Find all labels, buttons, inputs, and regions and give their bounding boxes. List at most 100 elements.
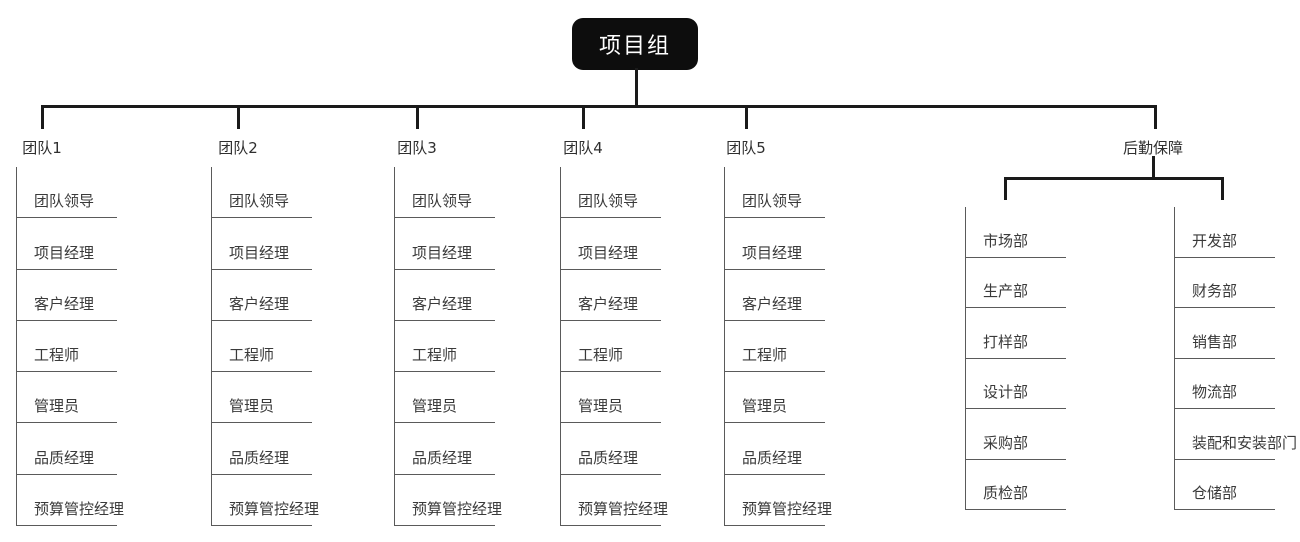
list-item: 工程师 bbox=[725, 321, 825, 373]
role-label: 项目经理 bbox=[412, 243, 473, 262]
role-label: 客户经理 bbox=[578, 294, 639, 313]
team-3-header: 团队3 bbox=[397, 139, 437, 157]
team-1-role-list: 团队领导 项目经理 客户经理 工程师 管理员 品质经理 预算管控经理 bbox=[16, 167, 124, 527]
list-item: 销售部 bbox=[1175, 308, 1275, 359]
list-item: 管理员 bbox=[212, 372, 312, 424]
list-item: 工程师 bbox=[212, 321, 312, 373]
role-label: 品质经理 bbox=[742, 448, 803, 467]
list-item: 仓储部 bbox=[1175, 460, 1275, 510]
connector-drop-logistics-right bbox=[1221, 177, 1224, 200]
role-label: 项目经理 bbox=[578, 243, 639, 262]
list-item: 品质经理 bbox=[561, 423, 661, 475]
role-label: 项目经理 bbox=[34, 243, 95, 262]
department-label: 开发部 bbox=[1192, 231, 1238, 250]
role-label: 项目经理 bbox=[229, 243, 290, 262]
department-label: 市场部 bbox=[983, 231, 1029, 250]
list-item: 质检部 bbox=[966, 460, 1066, 510]
role-label: 客户经理 bbox=[229, 294, 290, 313]
list-item: 预算管控经理 bbox=[725, 475, 832, 527]
role-label: 品质经理 bbox=[34, 448, 95, 467]
list-item: 客户经理 bbox=[725, 270, 825, 321]
team-2-header: 团队2 bbox=[218, 139, 258, 157]
list-item: 项目经理 bbox=[395, 218, 495, 270]
list-item: 管理员 bbox=[17, 372, 117, 424]
team-4-header: 团队4 bbox=[563, 139, 603, 157]
role-label: 品质经理 bbox=[578, 448, 639, 467]
connector-drop-team4 bbox=[582, 106, 585, 129]
role-label: 团队领导 bbox=[742, 192, 803, 211]
role-label: 预算管控经理 bbox=[578, 500, 669, 519]
role-label: 项目经理 bbox=[742, 243, 803, 262]
list-item: 品质经理 bbox=[725, 423, 825, 475]
role-label: 客户经理 bbox=[412, 294, 473, 313]
team-3-role-list: 团队领导 项目经理 客户经理 工程师 管理员 品质经理 预算管控经理 bbox=[394, 167, 502, 527]
connector-drop-team3 bbox=[416, 106, 419, 129]
role-label: 预算管控经理 bbox=[412, 500, 503, 519]
logistics-header: 后勤保障 bbox=[1122, 139, 1183, 157]
list-item: 客户经理 bbox=[212, 270, 312, 321]
list-item: 预算管控经理 bbox=[17, 475, 124, 527]
connector-drop-logistics-left bbox=[1004, 177, 1007, 200]
list-item: 品质经理 bbox=[17, 423, 117, 475]
connector-drop-team1 bbox=[41, 106, 44, 129]
list-item: 生产部 bbox=[966, 258, 1066, 308]
role-label: 团队领导 bbox=[34, 192, 95, 211]
role-label: 工程师 bbox=[229, 346, 275, 365]
list-item: 预算管控经理 bbox=[395, 475, 502, 527]
list-item: 团队领导 bbox=[17, 167, 117, 219]
root-node: 项目组 bbox=[572, 18, 698, 70]
list-item: 工程师 bbox=[17, 321, 117, 373]
role-label: 管理员 bbox=[412, 397, 458, 416]
role-label: 工程师 bbox=[742, 346, 788, 365]
role-label: 团队领导 bbox=[578, 192, 639, 211]
connector-drop-team5 bbox=[745, 106, 748, 129]
department-label: 装配和安装部门 bbox=[1192, 433, 1298, 452]
department-label: 物流部 bbox=[1192, 383, 1238, 401]
role-label: 管理员 bbox=[34, 397, 80, 416]
team-4-role-list: 团队领导 项目经理 客户经理 工程师 管理员 品质经理 预算管控经理 bbox=[560, 167, 668, 527]
role-label: 客户经理 bbox=[742, 294, 803, 313]
role-label: 工程师 bbox=[412, 346, 458, 365]
role-label: 预算管控经理 bbox=[34, 500, 125, 519]
list-item: 采购部 bbox=[966, 409, 1066, 460]
role-label: 管理员 bbox=[742, 397, 788, 416]
connector-drop-team2 bbox=[237, 106, 240, 129]
list-item: 装配和安装部门 bbox=[1175, 409, 1297, 460]
role-label: 品质经理 bbox=[229, 448, 290, 467]
list-item: 客户经理 bbox=[395, 270, 495, 321]
list-item: 设计部 bbox=[966, 359, 1066, 409]
list-item: 项目经理 bbox=[17, 218, 117, 270]
root-node-label: 项目组 bbox=[598, 34, 671, 59]
department-label: 质检部 bbox=[983, 484, 1029, 502]
list-item: 客户经理 bbox=[561, 270, 661, 321]
role-label: 工程师 bbox=[34, 346, 80, 365]
role-label: 管理员 bbox=[229, 397, 275, 416]
list-item: 项目经理 bbox=[561, 218, 661, 270]
department-label: 销售部 bbox=[1192, 332, 1238, 351]
list-item: 打样部 bbox=[966, 308, 1066, 359]
list-item: 团队领导 bbox=[725, 167, 825, 219]
logistics-left-department-list: 市场部 生产部 打样部 设计部 采购部 质检部 bbox=[965, 207, 1066, 510]
department-label: 设计部 bbox=[983, 383, 1029, 401]
list-item: 工程师 bbox=[395, 321, 495, 373]
connector-logistics-stem bbox=[1152, 156, 1155, 179]
list-item: 预算管控经理 bbox=[561, 475, 668, 527]
list-item: 项目经理 bbox=[725, 218, 825, 270]
list-item: 品质经理 bbox=[212, 423, 312, 475]
list-item: 客户经理 bbox=[17, 270, 117, 321]
team-5-role-list: 团队领导 项目经理 客户经理 工程师 管理员 品质经理 预算管控经理 bbox=[724, 167, 832, 527]
department-label: 财务部 bbox=[1192, 282, 1238, 300]
role-label: 管理员 bbox=[578, 397, 624, 416]
role-label: 品质经理 bbox=[412, 448, 473, 467]
list-item: 团队领导 bbox=[212, 167, 312, 219]
role-label: 工程师 bbox=[578, 346, 624, 365]
team-5-header: 团队5 bbox=[726, 139, 766, 157]
list-item: 物流部 bbox=[1175, 359, 1275, 409]
list-item: 管理员 bbox=[395, 372, 495, 424]
connector-drop-logistics bbox=[1154, 106, 1157, 129]
connector-root-stem bbox=[635, 68, 638, 108]
team-1-header: 团队1 bbox=[22, 139, 62, 157]
list-item: 财务部 bbox=[1175, 258, 1275, 308]
role-label: 预算管控经理 bbox=[229, 500, 320, 519]
